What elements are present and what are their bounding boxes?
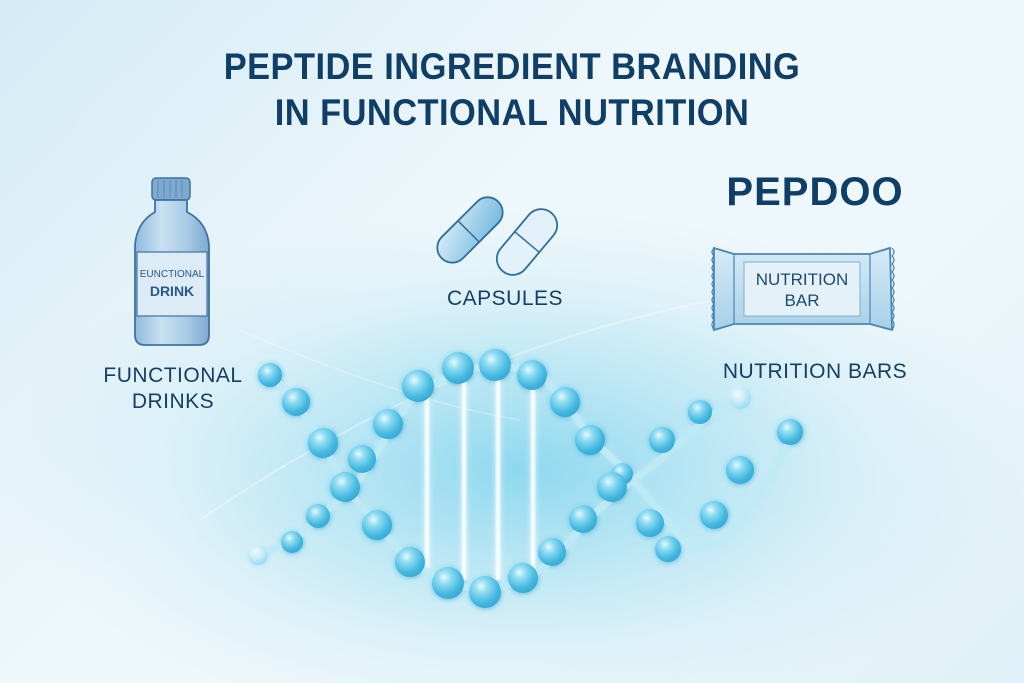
title-line-1: PEPTIDE INGREDIENT BRANDING [223,46,801,87]
bar-label-text: BAR [785,291,820,310]
caption-line: FUNCTIONAL [103,364,243,387]
caption-line: DRINKS [131,390,215,413]
helix-strand-a [258,363,751,608]
nutrition-bar-icon: NUTRITION BAR [711,246,895,332]
brand-logo: PEPDOO [726,170,904,214]
bottle-label [136,251,208,317]
helix-strand-b [248,349,803,565]
bottle-label-text: EUNCTIONAL [140,269,205,280]
capsules-icon [436,196,559,276]
caption-nutrition-bars: NUTRITION BARS [722,360,908,383]
bar-label-text: NUTRITION [756,270,849,289]
light-streak [239,329,521,421]
bottle-label-text: DRINK [150,283,194,299]
bottle-icon: EUNCTIONAL DRINK [134,177,210,346]
title-line-2: IN FUNCTIONAL NUTRITION [274,92,750,133]
helix-rungs [424,380,536,580]
page-title: PEPTIDE INGREDIENT BRANDING IN FUNCTIONA… [36,44,988,136]
peptide-helix-icon [248,349,803,608]
caption-capsules: CAPSULES [446,287,564,310]
caption-functional-drinks: FUNCTIONAL DRINKS [78,363,268,415]
